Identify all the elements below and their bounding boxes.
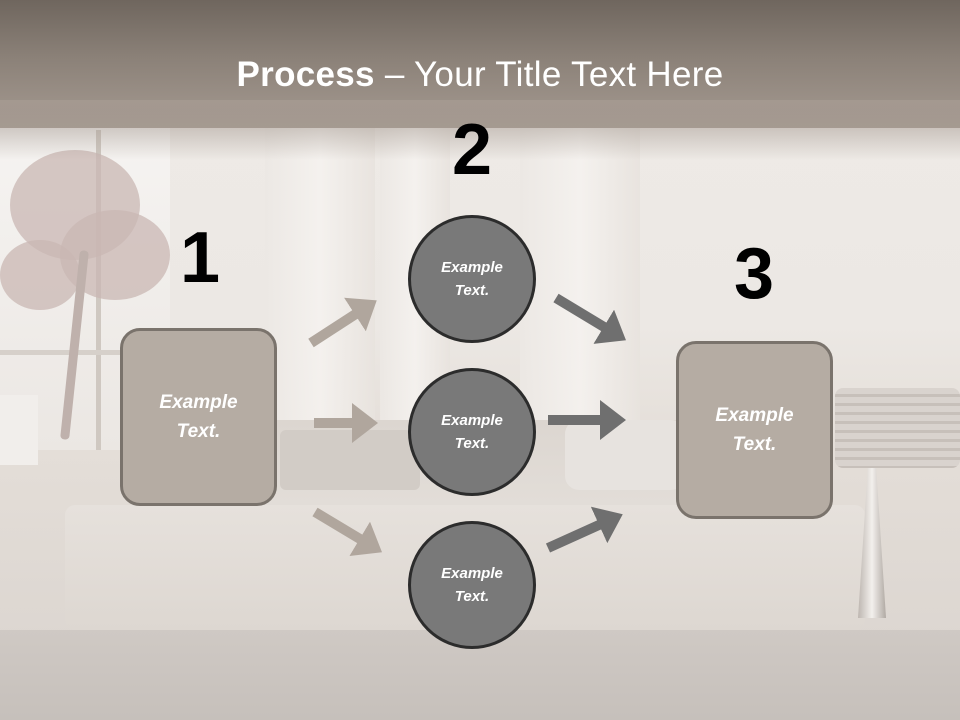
circle-middle-text-line2: Text. <box>454 435 490 452</box>
title-band-fade <box>0 100 960 160</box>
step-1-box[interactable]: Example Text. <box>120 328 277 506</box>
circle-middle-text-line1: Example <box>441 412 503 429</box>
arrow-top-to-3 <box>553 293 626 344</box>
step-number-3: 3 <box>733 234 775 314</box>
arrow-1-to-top <box>308 297 377 348</box>
slide-title[interactable]: Process – Your Title Text Here <box>0 55 960 95</box>
step-number-1: 1 <box>179 218 221 298</box>
circle-top-text-line1: Example <box>441 259 503 276</box>
step-3-text-line1: Example <box>715 405 794 426</box>
step-2-circle-middle[interactable]: Example Text. <box>408 368 536 496</box>
slide-title-rest: – Your Title Text Here <box>374 55 724 94</box>
circle-top-text-line2: Text. <box>454 282 490 299</box>
arrow-1-to-bottom <box>312 507 383 556</box>
circle-bottom-text-line1: Example <box>441 565 503 582</box>
background-window-frame <box>0 350 170 355</box>
slide-title-bold: Process <box>236 55 375 94</box>
background-stool <box>0 395 38 465</box>
step-2-circle-top[interactable]: Example Text. <box>408 215 536 343</box>
step-number-2: 2 <box>451 110 493 190</box>
circle-bottom-text-line2: Text. <box>454 588 490 605</box>
arrow-bottom-to-3 <box>545 506 623 553</box>
step-1-text-line2: Text. <box>176 421 221 442</box>
background-tree <box>0 240 80 310</box>
step-2-circle-bottom[interactable]: Example Text. <box>408 521 536 649</box>
step-3-box[interactable]: Example Text. <box>676 341 833 519</box>
background-blanket <box>280 430 420 490</box>
step-3-text-line2: Text. <box>732 434 777 455</box>
background-nightstand <box>835 388 960 468</box>
step-1-text-line1: Example <box>159 392 238 413</box>
